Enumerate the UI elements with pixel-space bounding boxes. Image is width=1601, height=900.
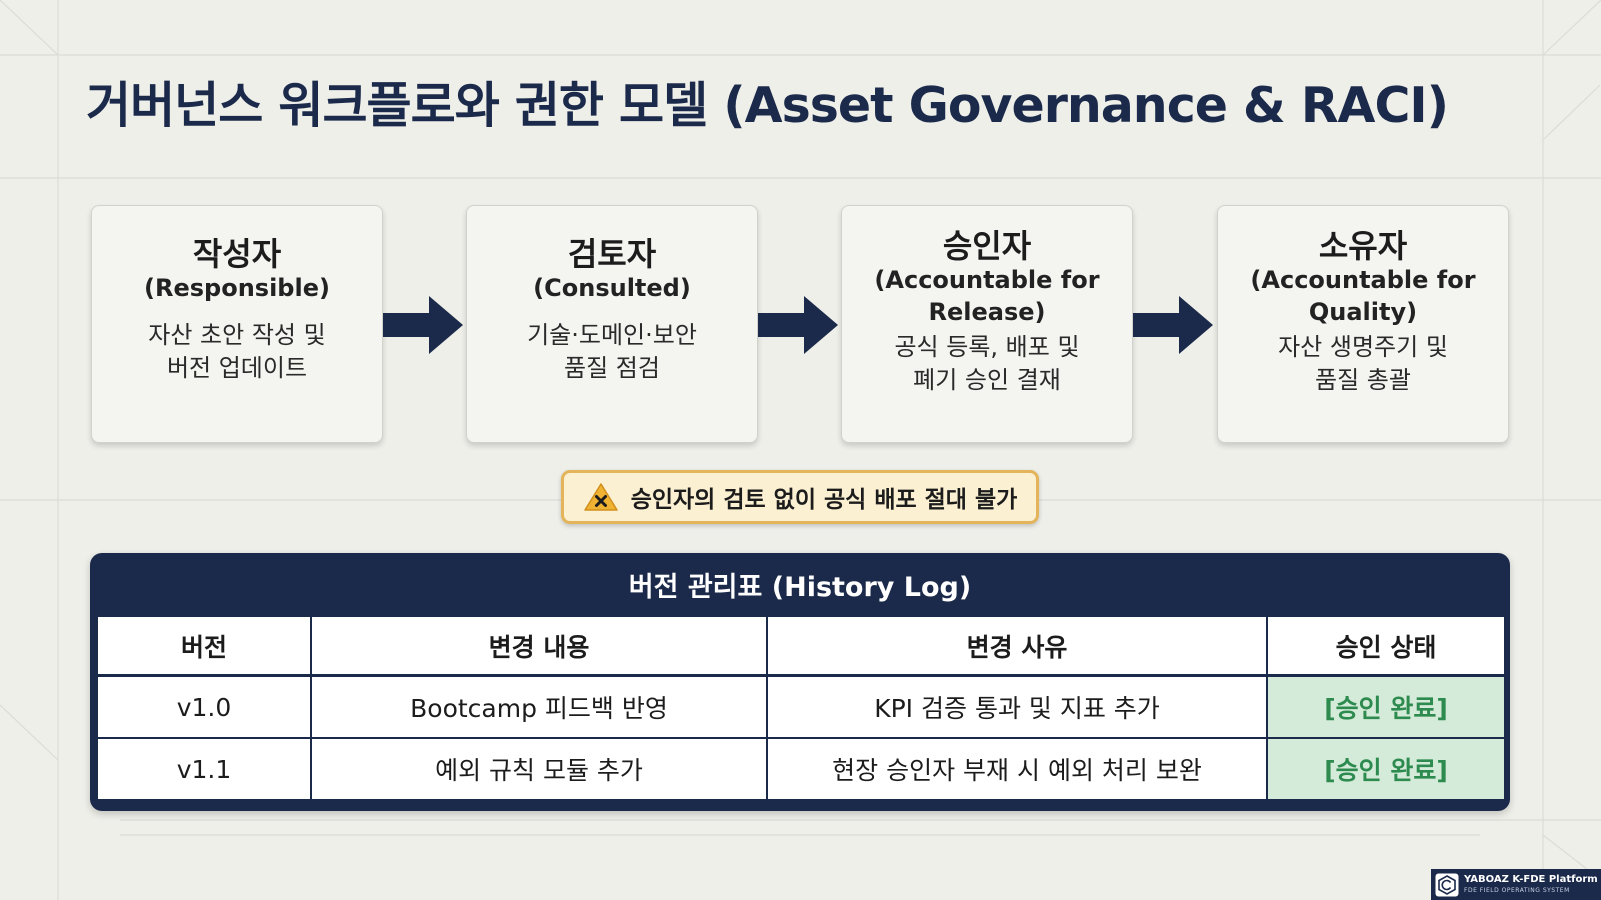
brand-name: YABOAZ K-FDE Platform (1464, 874, 1598, 885)
role-description-line: 폐기 승인 결재 (913, 365, 1061, 394)
history-log-panel: 버전 관리표 (History Log) 버전 변경 내용 변경 사유 승인 상… (90, 553, 1510, 811)
role-card-responsible: 작성자 (Responsible) 자산 초안 작성 및 버전 업데이트 (91, 205, 383, 443)
table-header-row: 버전 변경 내용 변경 사유 승인 상태 (96, 617, 1506, 677)
role-description-line: 버전 업데이트 (166, 353, 308, 382)
history-log-title: 버전 관리표 (History Log) (628, 572, 972, 603)
role-description: 공식 등록, 배포 및 폐기 승인 결재 (842, 331, 1132, 397)
cell-change: Bootcamp 피드백 반영 (310, 675, 768, 739)
role-raci: (Accountable for Quality) (1250, 265, 1476, 326)
role-card-accountable-quality: 소유자 (Accountable for Quality) 자산 생명주기 및 … (1217, 205, 1509, 443)
brand-text: YABOAZ K-FDE Platform FDE FIELD OPERATIN… (1464, 874, 1598, 895)
page-title: 거버넌스 워크플로와 권한 모델 (Asset Governance & RAC… (86, 77, 1449, 134)
column-header-version: 버전 (96, 617, 312, 677)
role-name: 작성자 (192, 235, 282, 273)
role-raci: (Consulted) (533, 273, 691, 302)
role-description: 기술·도메인·보안 품질 점검 (467, 319, 757, 385)
role-name: 검토자 (567, 235, 657, 273)
role-description-line: 기술·도메인·보안 (527, 320, 697, 349)
history-log-table: 버전 변경 내용 변경 사유 승인 상태 v1.0 Bootcamp 피드백 반… (96, 617, 1506, 799)
role-description-line: 품질 점검 (564, 353, 660, 382)
role-raci: (Accountable for Release) (874, 265, 1100, 326)
role-name: 소유자 (1318, 227, 1408, 265)
brand-badge: YABOAZ K-FDE Platform FDE FIELD OPERATIN… (1431, 869, 1601, 900)
cell-version: v1.1 (96, 738, 312, 799)
warning-text: 승인자의 검토 없이 공식 배포 절대 불가 (630, 487, 1018, 513)
role-card-consulted: 검토자 (Consulted) 기술·도메인·보안 품질 점검 (466, 205, 758, 443)
flow-arrow-icon (383, 296, 463, 354)
table-row: v1.0 Bootcamp 피드백 반영 KPI 검증 통과 및 지표 추가 [… (96, 675, 1506, 739)
role-name: 승인자 (942, 227, 1032, 265)
column-header-change: 변경 내용 (310, 617, 768, 677)
table-row: v1.1 예외 규칙 모듈 추가 현장 승인자 부재 시 예외 처리 보완 [승… (96, 738, 1506, 799)
role-description-line: 품질 총괄 (1315, 365, 1411, 394)
brand-subtitle: FDE FIELD OPERATING SYSTEM (1464, 887, 1570, 894)
cell-status: [승인 완료] (1266, 675, 1506, 739)
column-header-reason: 변경 사유 (766, 617, 1268, 677)
cell-change: 예외 규칙 모듈 추가 (310, 738, 768, 799)
role-description-line: 공식 등록, 배포 및 (894, 332, 1080, 361)
warning-banner: 승인자의 검토 없이 공식 배포 절대 불가 (561, 470, 1039, 524)
role-description-line: 자산 생명주기 및 (1278, 332, 1448, 361)
role-card-accountable-release: 승인자 (Accountable for Release) 공식 등록, 배포 … (841, 205, 1133, 443)
flow-arrow-icon (758, 296, 838, 354)
column-header-status: 승인 상태 (1266, 617, 1506, 677)
role-description-line: 자산 초안 작성 및 (148, 320, 326, 349)
brand-logo-icon (1435, 873, 1459, 896)
cell-reason: KPI 검증 통과 및 지표 추가 (766, 675, 1268, 739)
role-raci: (Responsible) (144, 273, 330, 302)
cell-status: [승인 완료] (1266, 738, 1506, 799)
cell-reason: 현장 승인자 부재 시 예외 처리 보완 (766, 738, 1268, 799)
role-description: 자산 생명주기 및 품질 총괄 (1218, 331, 1508, 397)
role-description: 자산 초안 작성 및 버전 업데이트 (92, 319, 382, 385)
flow-arrow-icon (1133, 296, 1213, 354)
cell-version: v1.0 (96, 675, 312, 739)
warning-triangle-icon (583, 483, 618, 511)
